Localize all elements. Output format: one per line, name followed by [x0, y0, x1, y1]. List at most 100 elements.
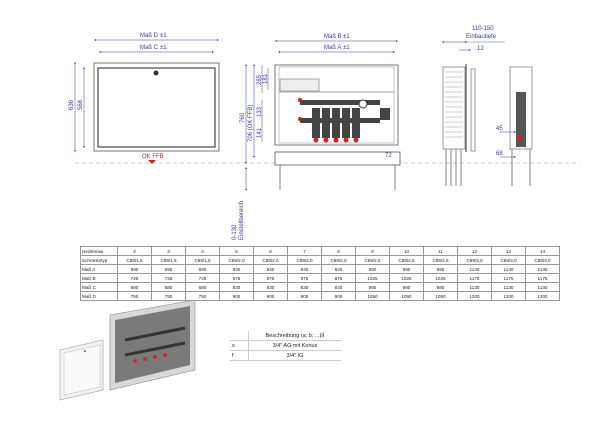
- row-label: Schrankstyp: [80, 255, 118, 265]
- row-label: Maß A: [80, 264, 118, 274]
- dim-c-tolerance: ±1: [160, 45, 167, 51]
- dim-b-label: Maß B: [324, 34, 342, 40]
- table-cell: 1200: [525, 291, 560, 301]
- table-cell: 1140: [525, 264, 560, 274]
- table-cell: 1025: [423, 273, 458, 283]
- table-cell: 6: [253, 246, 288, 256]
- table-cell: C69/1,5: [151, 255, 186, 265]
- front-view: Maß D ±1 Maß C ±1 636 568 OK FFB: [69, 33, 220, 164]
- table-cell: 980: [355, 282, 390, 292]
- table-cell: 875: [253, 273, 288, 283]
- product-photo: [59, 299, 196, 401]
- dim-68-label: 68: [496, 151, 503, 157]
- table-cell: 1140: [457, 264, 492, 274]
- row-label: Heizkreise: [80, 246, 118, 256]
- adjust-label: Einstellbereich: [239, 201, 245, 240]
- table-cell: C69/1,5: [117, 255, 152, 265]
- height-133-label: 133: [257, 106, 263, 117]
- table-cell: 990: [423, 264, 458, 274]
- height-inner-label: 568: [78, 99, 84, 110]
- depth-range-label: 110-150: [472, 26, 494, 32]
- table-cell: 10: [389, 246, 424, 256]
- frame-depth-label: 12: [477, 46, 484, 52]
- table-cell: 13: [491, 246, 526, 256]
- dim-d-tolerance: ±1: [160, 33, 167, 39]
- lock-icon: [153, 70, 159, 76]
- table-cell: 840: [253, 264, 288, 274]
- table-cell: 690: [185, 264, 220, 274]
- height-141-label: 141: [257, 127, 263, 138]
- connection-value: 3/4" IG: [248, 350, 341, 361]
- lock-icon: [84, 350, 86, 352]
- table-cell: C69/3,0: [491, 255, 526, 265]
- connection-header: Beschreibung (a; b; ...)II: [248, 331, 341, 341]
- table-cell: 840: [321, 264, 356, 274]
- table-cell: 875: [287, 273, 322, 283]
- dim-b-tolerance: ±1: [343, 34, 350, 40]
- table-cell: 990: [355, 264, 390, 274]
- table-cell: 1050: [389, 291, 424, 301]
- table-cell: 1175: [457, 273, 492, 283]
- row-label: Maß B: [80, 273, 118, 283]
- table-cell: C69/3,0: [457, 255, 492, 265]
- table-cell: 8: [321, 246, 356, 256]
- table-cell: 3: [151, 246, 186, 256]
- table-cell: 830: [253, 282, 288, 292]
- table-cell: 900: [219, 291, 254, 301]
- table-cell: 875: [219, 273, 254, 283]
- dim-c-label: Maß C: [140, 45, 159, 51]
- connection-key: s: [230, 340, 249, 351]
- table-cell: 680: [185, 282, 220, 292]
- table-cell: C69/2,0: [321, 255, 356, 265]
- height-total-label: 760: [240, 112, 246, 123]
- adjust-range-label: 0-130: [232, 224, 238, 240]
- table-cell: C69/2,0: [219, 255, 254, 265]
- table-cell: 1130: [457, 282, 492, 292]
- table-cell: 830: [321, 282, 356, 292]
- height-181-label: 181: [263, 73, 269, 84]
- table-cell: 1025: [389, 273, 424, 283]
- height-outer-label: 636: [69, 99, 75, 110]
- table-cell: 830: [287, 282, 322, 292]
- connection-value: 3/4" AG mit Konus: [248, 340, 341, 351]
- table-cell: C69/1,5: [185, 255, 220, 265]
- table-cell: 1140: [491, 264, 526, 274]
- table-row: Beschreibung (a; b; ...)II: [230, 331, 341, 341]
- dim-a-tolerance: ±1: [343, 45, 350, 51]
- table-cell: 725: [151, 273, 186, 283]
- open-view: Maß B ±1 Maß A ±1 760: [232, 34, 401, 240]
- table-cell: 1200: [491, 291, 526, 301]
- table-cell: 1200: [457, 291, 492, 301]
- table-cell: 1050: [355, 291, 390, 301]
- table-cell: 1130: [525, 282, 560, 292]
- table-cell: 875: [321, 273, 356, 283]
- connection-key: f: [230, 350, 249, 361]
- table-cell: 680: [117, 282, 152, 292]
- table-cell: 1025: [355, 273, 390, 283]
- table-cell: 840: [287, 264, 322, 274]
- manifold: [300, 99, 390, 138]
- table-cell: 830: [219, 282, 254, 292]
- table-cell: 980: [389, 282, 424, 292]
- width-72-label: 72: [385, 153, 392, 159]
- table-cell: 840: [219, 264, 254, 274]
- table-cell: C69/2,0: [253, 255, 288, 265]
- dim-d-label: Maß D: [140, 33, 159, 39]
- floor-label: OK FFB: [142, 154, 164, 160]
- floor-marker-icon: [148, 160, 156, 164]
- table-cell: 12: [457, 246, 492, 256]
- table-cell: 2: [117, 246, 152, 256]
- table-cell: 690: [151, 264, 186, 274]
- dim-45-label: 45: [496, 126, 503, 132]
- table-cell: 680: [151, 282, 186, 292]
- table-cell: 11: [423, 246, 458, 256]
